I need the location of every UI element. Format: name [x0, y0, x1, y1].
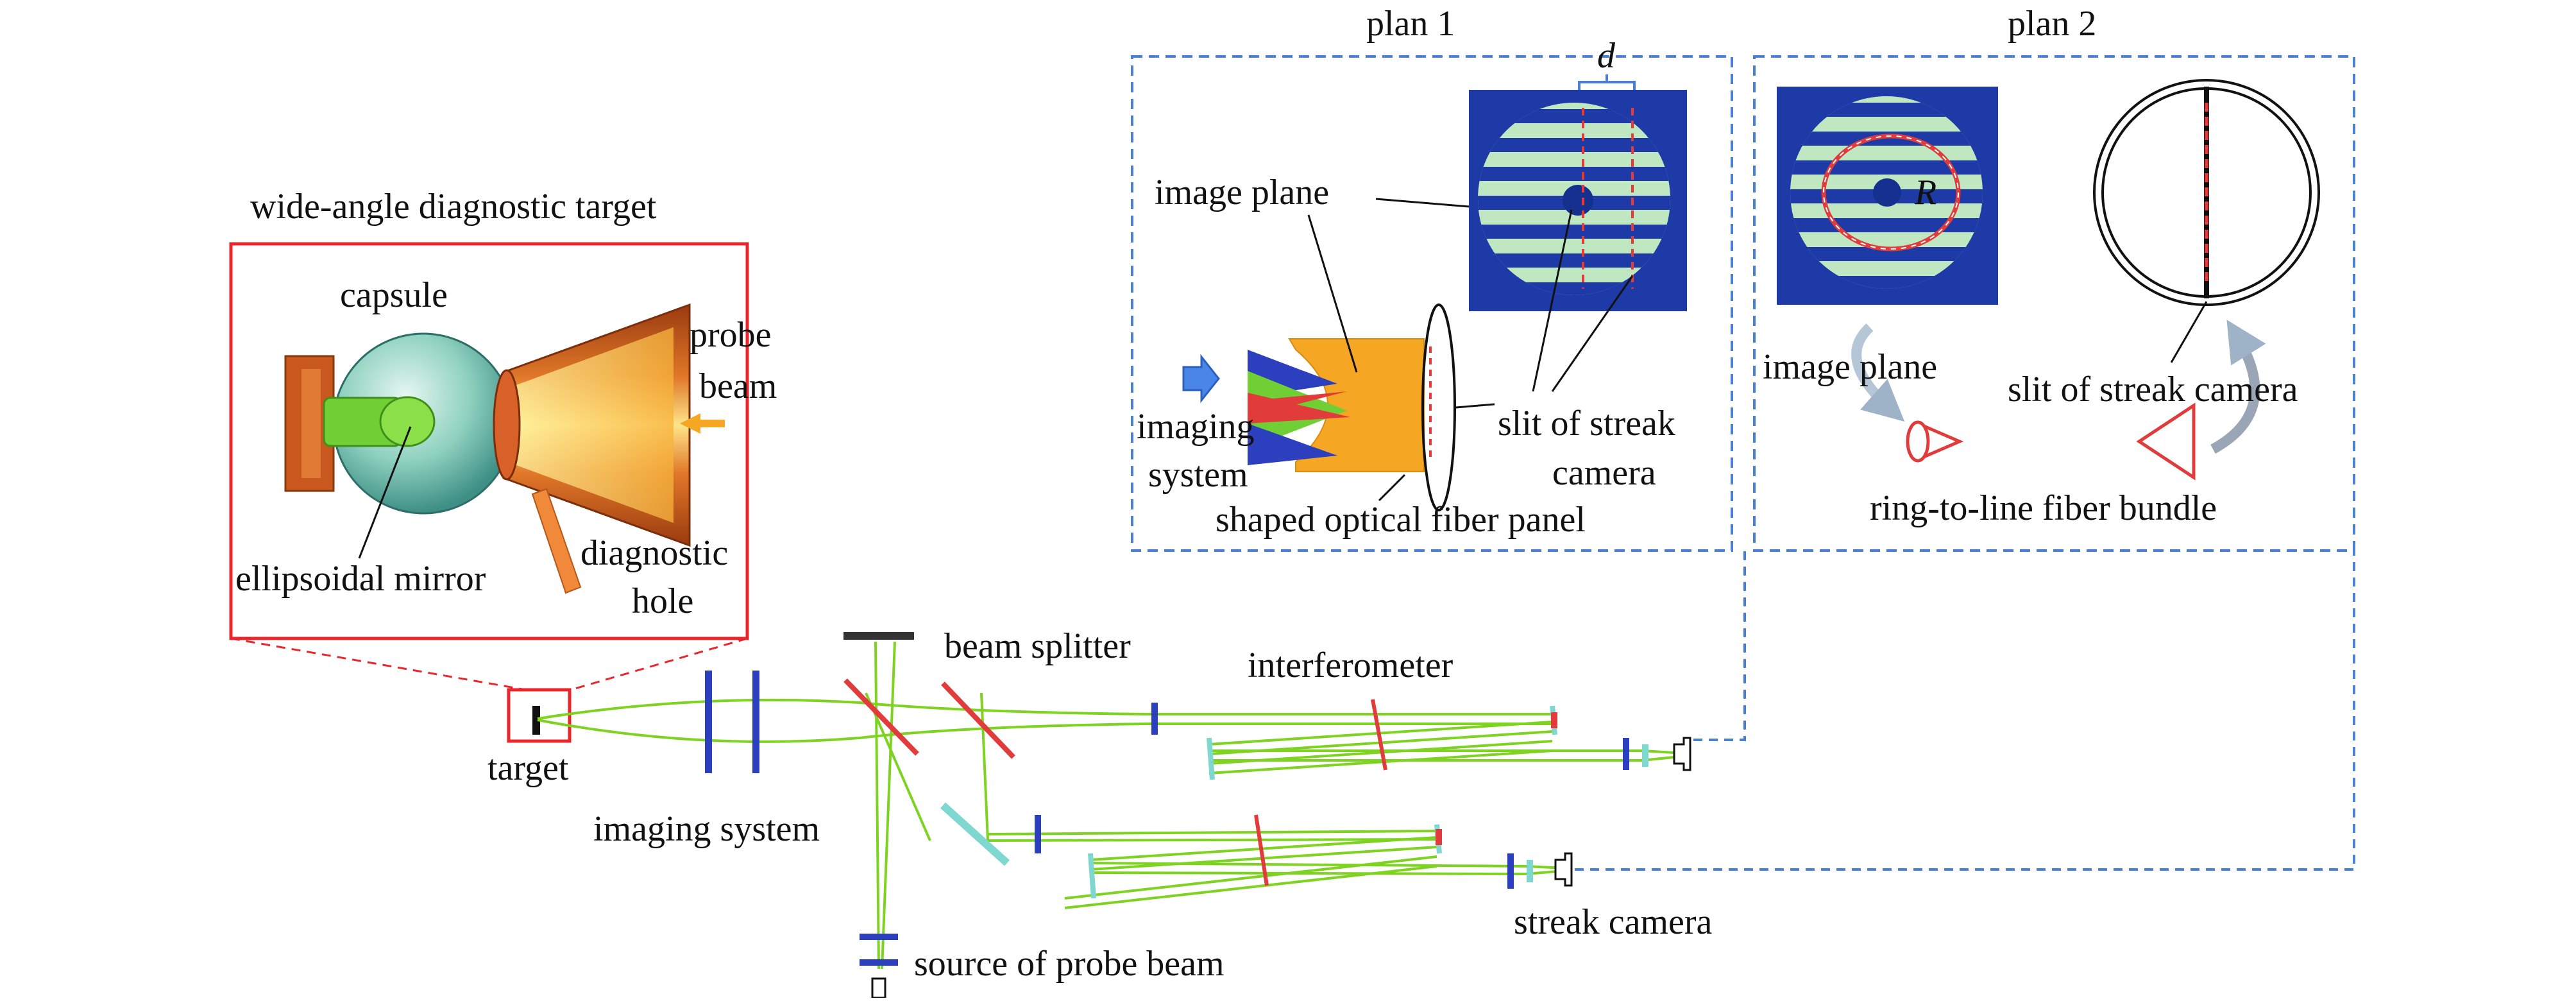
imaging-system-label: imaging system: [593, 809, 820, 849]
lens-2-icon: [752, 671, 759, 773]
lower-camera-icon: [1554, 852, 1573, 887]
plan1-image-plane-label: image plane: [1155, 173, 1329, 212]
interferometer-label: interferometer: [1248, 646, 1453, 685]
plan1-connector: [1693, 551, 1746, 741]
optical-setup: target imaging system beam splitter inte…: [487, 551, 2355, 999]
target-box: [507, 688, 572, 743]
beam-splitter-1-icon: [843, 678, 919, 756]
plan1-imaging-label: imaging: [1137, 407, 1255, 447]
beam-label: beam: [699, 366, 777, 406]
plan2-arrow-out-icon: [2210, 320, 2266, 454]
upper-camera-icon: [1673, 737, 1691, 771]
plan2-bundle-label: ring-to-line fiber bundle: [1870, 488, 2217, 528]
source-icon: [871, 977, 886, 999]
plan2-title: plan 2: [2008, 4, 2096, 44]
ellipsoidal-mirror-icon: [379, 396, 436, 447]
source-label: source of probe beam: [914, 944, 1224, 984]
plan2-connector: [1575, 551, 2355, 871]
plan2-slit-label: slit of streak camera: [2008, 370, 2298, 409]
capsule-label: capsule: [340, 275, 448, 315]
diagnostic-label: diagnostic: [580, 533, 728, 573]
target-label: target: [487, 748, 569, 788]
mirror-lower-icon: [940, 802, 1010, 866]
upper-splitter-icon: [1371, 699, 1387, 771]
imaging-input-arrow-icon: [1182, 354, 1220, 404]
plan2-r-label: R: [1914, 173, 1936, 212]
plan1-system-label: system: [1148, 455, 1248, 495]
probe-arrow-icon: [680, 413, 700, 434]
plan1-title: plan 1: [1366, 4, 1455, 44]
plan1-fiber-panel-label: shaped optical fiber panel: [1216, 500, 1586, 540]
beam-splitter-label: beam splitter: [944, 626, 1131, 666]
lens-1-icon: [705, 671, 712, 773]
target-inset-title: wide-angle diagnostic target: [250, 187, 657, 227]
top-mirror-icon: [843, 632, 914, 640]
plan1-d-label: d: [1597, 36, 1616, 76]
plan1-slit-label-2: camera: [1552, 453, 1656, 493]
lower-camera-lens-icon: [1507, 853, 1514, 889]
diagnostic-hole-icon: [531, 488, 582, 594]
plan2-output-circle: [2093, 79, 2320, 306]
lower-lens-icon: [1035, 815, 1041, 853]
upper-camera-lens-icon: [1623, 738, 1629, 770]
ellipsoidal-mirror-label: ellipsoidal mirror: [235, 559, 486, 599]
beam-splitter-2-icon: [941, 681, 1015, 759]
hole-label: hole: [632, 581, 693, 621]
streak-camera-label: streak camera: [1514, 902, 1712, 942]
plan1-slit-label-1: slit of streak: [1498, 404, 1675, 443]
plan2-panel: plan 2 R image plane: [1753, 4, 2355, 552]
lower-splitter-icon: [1254, 814, 1269, 886]
target-inset-frame: [229, 242, 749, 640]
plan2-arrow-in-icon: [1851, 323, 1905, 422]
plan2-frame: [1753, 55, 2355, 552]
beam-paths: [537, 641, 1675, 970]
plan1-panel: plan 1 d: [1131, 4, 1733, 552]
plan2-image-plane-label: image plane: [1763, 347, 1937, 387]
upper-lens-icon: [1151, 703, 1158, 735]
fiber-panel-slit-ellipse: [1421, 304, 1456, 511]
probe-label: probe: [690, 315, 772, 355]
target-inset: wide-angle diagnostic target capsule pro…: [229, 187, 777, 691]
target-icon: [532, 706, 540, 735]
plan1-frame: [1131, 55, 1733, 552]
